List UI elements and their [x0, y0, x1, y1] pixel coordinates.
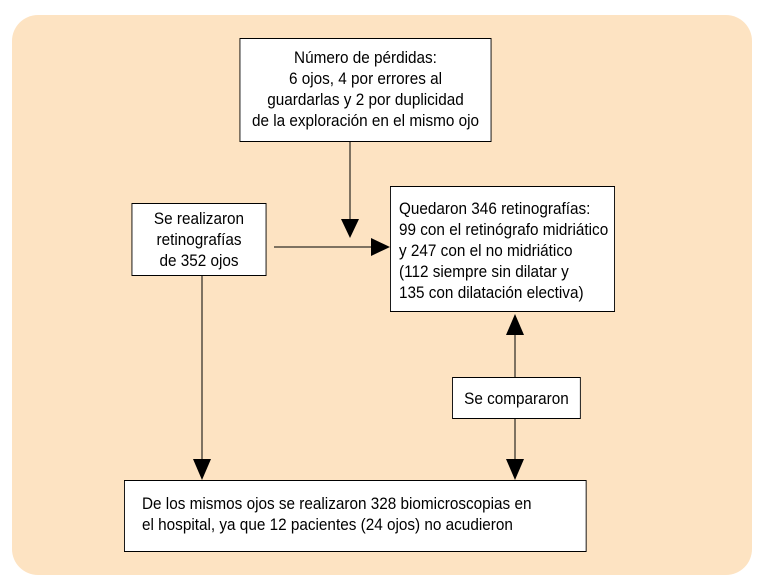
losses-box: Número de pérdidas: 6 ojos, 4 por errore…	[239, 38, 492, 142]
biomicroscopy-line: el hospital, ya que 12 pacientes (24 ojo…	[142, 515, 513, 534]
arrowhead-right-into-remaining	[371, 238, 390, 256]
losses-line: Número de pérdidas:	[294, 48, 437, 67]
remaining-line: (112 siempre sin dilatar y	[399, 262, 569, 281]
losses-line: guardarlas y 2 por duplicidad	[267, 90, 464, 109]
arrowhead-down-into-biomicroscopy-left	[193, 459, 211, 480]
remaining-line: 99 con el retinógrafo midriático	[399, 220, 609, 239]
performed-line: de 352 ojos	[159, 251, 239, 270]
losses-line: 6 ojos, 4 por errores al	[288, 69, 443, 88]
performed-box: Se realizaron retinografías de 352 ojos	[131, 203, 267, 276]
remaining-line: 135 con dilatación electiva)	[399, 283, 584, 302]
losses-line: de la exploración en el mismo ojo	[251, 111, 480, 130]
arrowhead-up-into-remaining	[506, 314, 524, 335]
performed-line: retinografías	[156, 230, 242, 249]
compared-box: Se compararon	[452, 377, 581, 419]
arrowhead-down-into-remaining	[341, 219, 359, 238]
remaining-line: Quedaron 346 retinografías:	[399, 199, 591, 218]
biomicroscopy-line: De los mismos ojos se realizaron 328 bio…	[142, 494, 532, 513]
arrowhead-down-into-biomicroscopy-right	[506, 459, 524, 480]
performed-line: Se realizaron	[153, 209, 245, 228]
biomicroscopy-box: De los mismos ojos se realizaron 328 bio…	[124, 480, 587, 552]
remaining-box: Quedaron 346 retinografías: 99 con el re…	[390, 186, 615, 312]
remaining-line: y 247 con el no midriático	[399, 241, 573, 260]
compared-line: Se compararon	[464, 389, 569, 408]
